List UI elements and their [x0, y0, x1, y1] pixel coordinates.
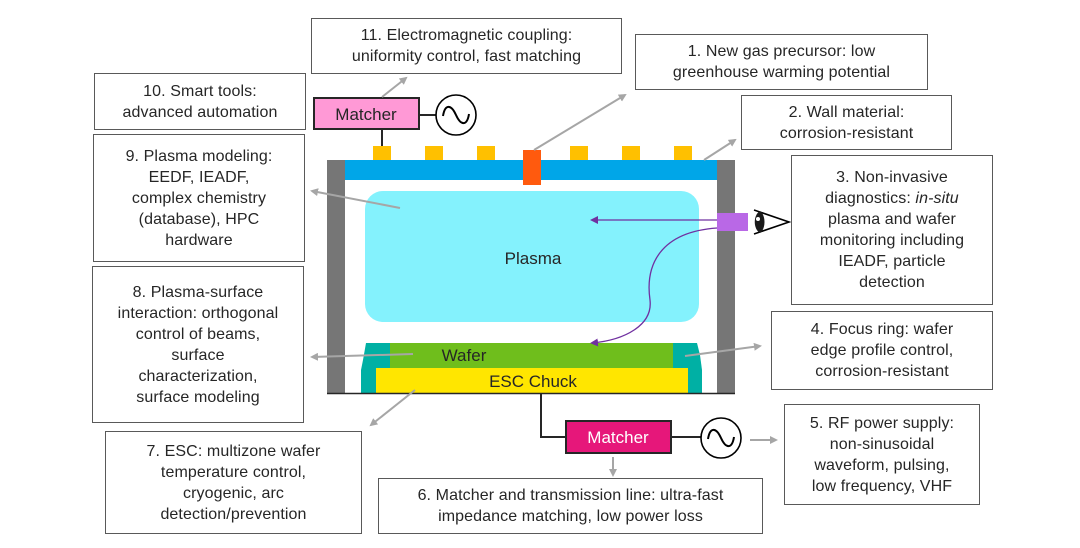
coil-pad — [425, 146, 443, 160]
arrow-to-callout-8 — [310, 352, 414, 361]
arrow-to-callout-1 — [533, 93, 627, 151]
eye-icon — [753, 209, 792, 235]
callout-8-plasma-surface: 8. Plasma-surface interaction: orthogona… — [92, 266, 304, 423]
gas-inlet — [523, 150, 541, 185]
callout-7-esc: 7. ESC: multizone wafer temperature cont… — [105, 431, 362, 534]
esc-chuck-label: ESC Chuck — [489, 372, 577, 391]
wafer — [390, 343, 673, 368]
callout-1-gas-precursor: 1. New gas precursor: low greenhouse war… — [635, 34, 928, 90]
top-matcher — [313, 97, 420, 130]
callout-2-wall-material: 2. Wall material: corrosion-resistant — [741, 95, 952, 150]
callout-9-plasma-modeling: 9. Plasma modeling: EEDF, IEADF, complex… — [93, 134, 305, 262]
callout-5-rf-power-supply: 5. RF power supply: non-sinusoidal wavef… — [784, 404, 980, 505]
callout-3-diagnostics: 3. Non-invasive diagnostics: in-situ pla… — [791, 155, 993, 305]
arrow-to-callout-4 — [684, 342, 762, 357]
callout-11-electromagnetic-coupling: 11. Electromagnetic coupling: uniformity… — [311, 18, 622, 74]
diagnostic-probe — [717, 213, 748, 231]
arrow-to-callout-2 — [703, 138, 737, 161]
bottom-matcher-label: Matcher — [587, 428, 649, 447]
arrow-to-callout-11 — [381, 76, 408, 98]
arrow-to-callout-9 — [310, 188, 401, 209]
callout-10-smart-tools: 10. Smart tools: advanced automation — [94, 73, 306, 130]
coil-pad — [570, 146, 588, 160]
chamber-right-wall — [717, 160, 735, 393]
plasma-region — [365, 191, 699, 322]
coil-pad — [674, 146, 692, 160]
top-matcher-label: Matcher — [335, 105, 397, 124]
bottom-transmission-line — [540, 394, 566, 438]
callout-4-focus-ring: 4. Focus ring: wafer edge profile contro… — [771, 311, 993, 390]
callout-6-matcher-transmission: 6. Matcher and transmission line: ultra-… — [378, 478, 763, 534]
coil-pad — [477, 146, 495, 160]
bottom-rf-source-icon — [700, 417, 742, 459]
top-rf-source-icon — [435, 94, 477, 136]
coil-pad — [622, 146, 640, 160]
esc-chuck — [376, 368, 688, 393]
coil-pad — [373, 146, 391, 160]
probe-beam-curved — [590, 227, 718, 347]
chamber-left-wall — [327, 160, 345, 393]
plasma-label: Plasma — [505, 249, 562, 268]
wafer-label: Wafer — [442, 346, 487, 365]
arrow-to-callout-7 — [369, 389, 416, 427]
